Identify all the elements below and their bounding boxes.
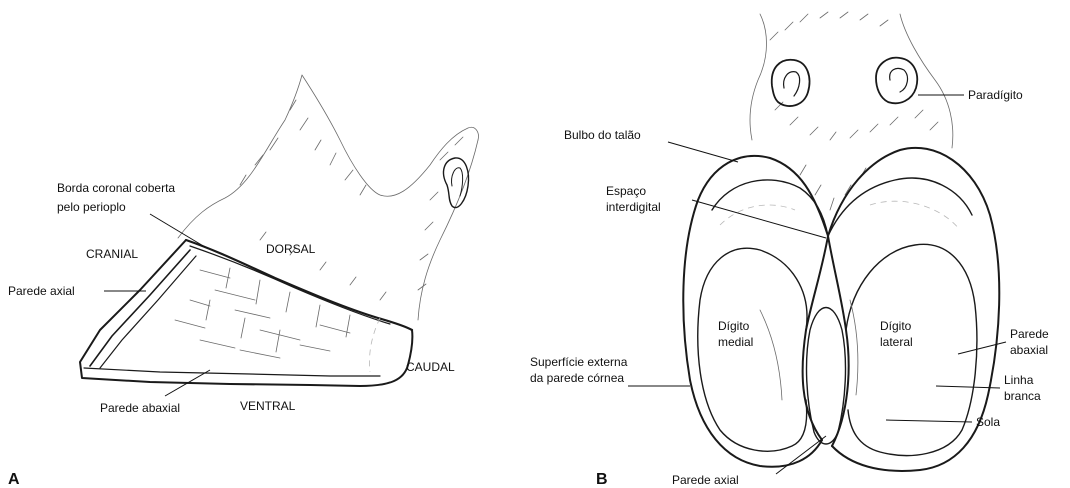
label-digito-medial-1: Dígito [718, 319, 750, 333]
leg-hair-texture [240, 100, 463, 300]
label-parede-axial-a: Parede axial [8, 284, 75, 298]
label-superficie-2: da parede córnea [530, 371, 624, 385]
label-parede-abaxial-a: Parede abaxial [100, 401, 180, 415]
b-paradigit-right [876, 58, 917, 104]
b-lateral-white-line [846, 244, 977, 455]
label-digito-lateral-2: lateral [880, 335, 913, 349]
label-borda-coronal-2: pelo perioplo [57, 200, 126, 214]
label-caudal: CAUDAL [406, 360, 455, 374]
b-paradigit-left [772, 60, 810, 106]
label-superficie-1: Superfície externa [530, 355, 628, 369]
label-sola: Sola [976, 415, 1000, 429]
label-parede-abaxial-b-1: Parede [1010, 327, 1049, 341]
label-linha-2: branca [1004, 389, 1041, 403]
panel-letter-b: B [596, 471, 608, 488]
leader-sola [886, 420, 972, 422]
dewclaw-inner [452, 168, 463, 196]
b-hair-outline [750, 14, 953, 148]
hoof-wall-texture [175, 268, 350, 358]
label-borda-coronal-1: Borda coronal coberta [57, 181, 175, 195]
label-bulbo: Bulbo do talão [564, 128, 641, 142]
panel-letter-a: A [8, 471, 20, 488]
b-interdigital-contour [807, 308, 846, 445]
leader-parede-axial-b [776, 436, 826, 474]
b-dash-lateral [870, 201, 960, 230]
label-parede-axial-b: Parede axial [672, 473, 739, 487]
panel-b-illustration [683, 12, 999, 471]
label-cranial: CRANIAL [86, 247, 138, 261]
b-axial-wall-lateral [828, 236, 849, 446]
hoof-ground-line [84, 368, 380, 376]
label-espaco-1: Espaço [606, 184, 646, 198]
leader-borda-coronal [150, 214, 205, 247]
b-medial-white-line [698, 248, 807, 451]
b-bulb-medial [712, 180, 828, 236]
label-ventral: VENTRAL [240, 399, 296, 413]
b-lateral-outer-wall [828, 148, 999, 471]
leader-bulbo [668, 142, 738, 162]
b-hair-texture [770, 12, 938, 210]
hoof-toe-edge [90, 250, 190, 366]
label-espaco-2: interdigital [606, 200, 661, 214]
panel-a-illustration [80, 75, 478, 386]
b-dash-medial [720, 205, 795, 225]
label-dorsal: DORSAL [266, 242, 316, 256]
label-parede-abaxial-b-2: abaxial [1010, 343, 1048, 357]
label-paradigito: Paradígito [968, 88, 1023, 102]
label-linha-1: Linha [1004, 373, 1034, 387]
leg-hair-right [418, 140, 478, 320]
leader-parede-abaxial-b [958, 342, 1006, 354]
hoof-toe-edge-inner [100, 256, 196, 368]
hoof-heel-dash [369, 318, 380, 372]
panel-a-leaders [104, 214, 210, 396]
label-digito-lateral-1: Dígito [880, 319, 912, 333]
panel-a-labels: Borda coronal coberta pelo perioplo CRAN… [8, 181, 455, 488]
b-paradigit-left-inner [784, 72, 800, 96]
label-digito-medial-2: medial [718, 335, 753, 349]
leg-hair-outline [178, 75, 478, 238]
b-paradigit-right-inner [890, 68, 908, 92]
